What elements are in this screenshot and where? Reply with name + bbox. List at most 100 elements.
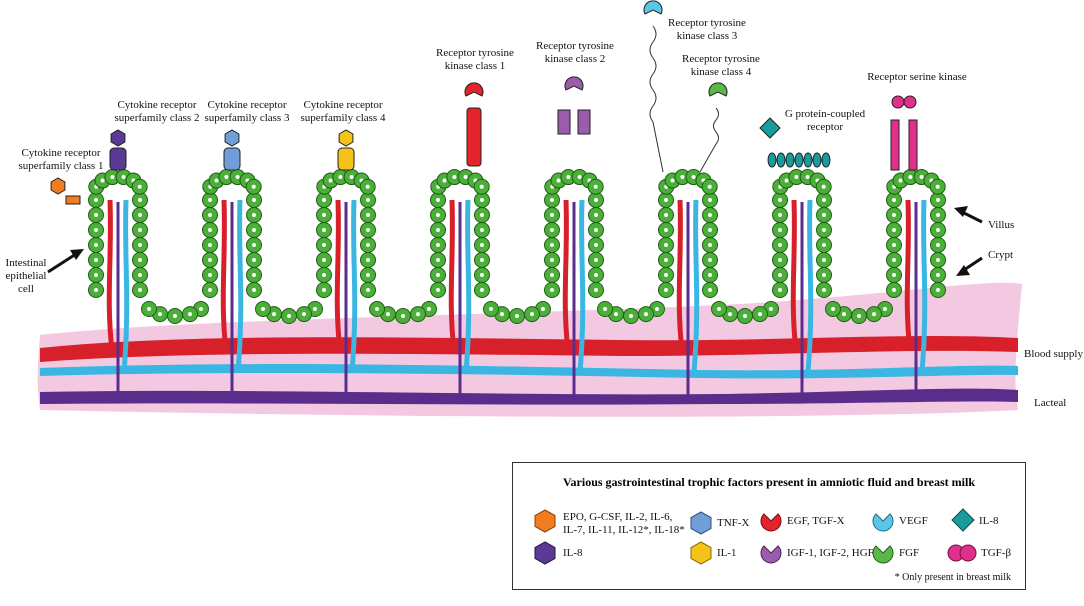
cell-nucleus bbox=[322, 243, 326, 247]
cell-nucleus bbox=[224, 175, 229, 180]
villus-lymph bbox=[577, 199, 586, 373]
gpcr-helix bbox=[785, 152, 795, 168]
cell-nucleus bbox=[708, 213, 712, 217]
cell-nucleus bbox=[822, 273, 826, 277]
cell-nucleus bbox=[936, 288, 940, 292]
legend-il1: IL-1 bbox=[717, 547, 737, 559]
egf-ligand bbox=[464, 82, 484, 97]
label-cytokine-receptor-class-2: Cytokine receptor superfamily class 2 bbox=[114, 99, 200, 124]
cell-nucleus bbox=[935, 184, 940, 189]
label-intestinal-epithelial-cell: Intestinal epithelial cell bbox=[5, 257, 47, 295]
villus-artery bbox=[790, 199, 799, 351]
cell-nucleus bbox=[550, 198, 554, 202]
gpcr-helix bbox=[812, 152, 822, 168]
cell-nucleus bbox=[366, 243, 370, 247]
rtk-class-3-receptor bbox=[649, 25, 664, 173]
cell-nucleus bbox=[872, 312, 876, 317]
cell-nucleus bbox=[480, 228, 484, 232]
villus-artery bbox=[106, 199, 115, 351]
cell-nucleus bbox=[366, 273, 370, 277]
cell-nucleus bbox=[100, 178, 105, 183]
cell-nucleus bbox=[594, 288, 598, 292]
legend-footnote: * Only present in breast milk bbox=[894, 572, 1011, 583]
rtk-class-2-receptor-left bbox=[557, 109, 571, 135]
legend-vegf: VEGF bbox=[899, 515, 928, 527]
cell-nucleus bbox=[778, 258, 782, 262]
cell-nucleus bbox=[94, 198, 98, 202]
cell-nucleus bbox=[436, 273, 440, 277]
crescent-cyan-icon bbox=[872, 513, 894, 532]
cell-nucleus bbox=[708, 258, 712, 262]
cell-nucleus bbox=[892, 243, 896, 247]
hexagon-blue-icon bbox=[690, 511, 712, 535]
cell-nucleus bbox=[416, 312, 420, 317]
hexagon-purple-icon bbox=[534, 541, 556, 565]
cell-nucleus bbox=[452, 175, 457, 180]
cell-nucleus bbox=[664, 273, 668, 277]
cell-nucleus bbox=[936, 228, 940, 232]
cell-nucleus bbox=[594, 213, 598, 217]
cell-nucleus bbox=[252, 228, 256, 232]
cell-nucleus bbox=[436, 213, 440, 217]
cell-nucleus bbox=[530, 312, 534, 317]
cell-nucleus bbox=[550, 288, 554, 292]
crescent-purple-icon bbox=[760, 545, 782, 564]
cell-nucleus bbox=[919, 175, 924, 180]
cell-nucleus bbox=[208, 273, 212, 277]
cell-nucleus bbox=[664, 243, 668, 247]
cell-nucleus bbox=[366, 228, 370, 232]
arrow-layer bbox=[47, 206, 983, 276]
cell-nucleus bbox=[349, 175, 354, 180]
cell-nucleus bbox=[550, 228, 554, 232]
gpcr-helix bbox=[776, 152, 786, 168]
cell-nucleus bbox=[138, 198, 142, 202]
villus-artery bbox=[448, 199, 457, 351]
vegf-ligand bbox=[643, 0, 663, 15]
cell-nucleus bbox=[328, 178, 333, 183]
cell-nucleus bbox=[489, 307, 494, 311]
cytokine-class-2-receptor bbox=[109, 147, 127, 171]
cell-nucleus bbox=[322, 213, 326, 217]
cell-nucleus bbox=[550, 243, 554, 247]
villus-lymph bbox=[691, 199, 700, 373]
villus-artery bbox=[220, 199, 229, 351]
cell-nucleus bbox=[214, 178, 219, 183]
cell-nucleus bbox=[566, 175, 571, 180]
cell-nucleus bbox=[556, 178, 561, 183]
label-cytokine-receptor-class-4: Cytokine receptor superfamily class 4 bbox=[300, 99, 386, 124]
label-receptor-serine-kinase: Receptor serine kinase bbox=[867, 71, 967, 83]
receptor-layer bbox=[50, 0, 918, 205]
cell-nucleus bbox=[708, 273, 712, 277]
cell-nucleus bbox=[822, 258, 826, 262]
cell-nucleus bbox=[594, 258, 598, 262]
diamond-teal-icon bbox=[951, 508, 975, 532]
cell-nucleus bbox=[778, 198, 782, 202]
cell-nucleus bbox=[94, 228, 98, 232]
villus-lymph bbox=[805, 199, 814, 373]
cell-nucleus bbox=[768, 307, 773, 311]
cell-nucleus bbox=[261, 307, 266, 311]
cell-nucleus bbox=[594, 243, 598, 247]
cell-nucleus bbox=[708, 288, 712, 292]
cell-nucleus bbox=[892, 198, 896, 202]
cell-nucleus bbox=[743, 314, 747, 318]
cell-nucleus bbox=[822, 243, 826, 247]
cell-nucleus bbox=[480, 213, 484, 217]
cell-nucleus bbox=[94, 258, 98, 262]
cell-nucleus bbox=[708, 198, 712, 202]
cell-nucleus bbox=[778, 288, 782, 292]
cytokine-class-3-ligand bbox=[224, 129, 240, 147]
cell-nucleus bbox=[664, 198, 668, 202]
cell-nucleus bbox=[436, 198, 440, 202]
label-receptor-tyrosine-kinase-class-3: Receptor tyrosine kinase class 3 bbox=[668, 17, 746, 42]
cell-nucleus bbox=[691, 175, 696, 180]
legend-egf: EGF, TGF-X bbox=[787, 515, 845, 527]
cell-nucleus bbox=[426, 307, 431, 311]
cell-nucleus bbox=[822, 228, 826, 232]
cell-nucleus bbox=[338, 175, 343, 180]
cell-nucleus bbox=[252, 288, 256, 292]
cell-nucleus bbox=[500, 312, 504, 317]
cell-nucleus bbox=[322, 258, 326, 262]
cell-nucleus bbox=[654, 307, 659, 311]
cell-nucleus bbox=[778, 243, 782, 247]
